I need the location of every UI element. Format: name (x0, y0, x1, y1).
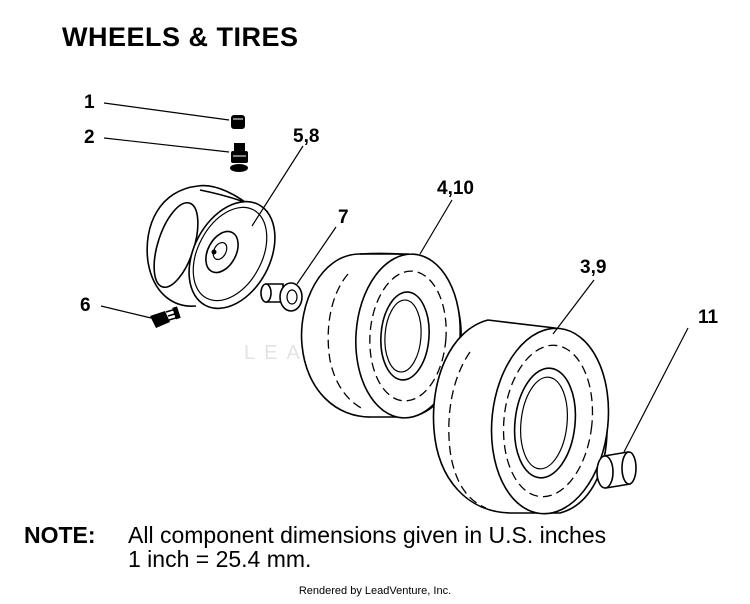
part-7-bushing[interactable] (260, 282, 303, 312)
callout-3-9: 3,9 (580, 257, 606, 278)
callout-2: 2 (84, 127, 95, 148)
leader-line-1 (103, 102, 230, 121)
part-3-9-rear-tire[interactable] (432, 319, 617, 520)
part-11-cap[interactable] (596, 451, 637, 489)
leader-line-5-8 (251, 145, 304, 227)
diagram-title: WHEELS & TIRES (62, 22, 299, 52)
callout-1: 1 (84, 92, 95, 113)
callout-4-10: 4,10 (437, 178, 474, 199)
leader-line-6 (100, 305, 152, 319)
leader-line-3-9 (552, 279, 595, 335)
note-text-line1: All component dimensions given in U.S. i… (128, 522, 607, 548)
callout-6: 6 (80, 295, 91, 316)
footer-credit: Rendered by LeadVenture, Inc. (298, 585, 452, 597)
leader-line-11 (623, 327, 689, 453)
part-6-bolt[interactable] (150, 306, 181, 328)
part-2-valve-stem[interactable] (230, 143, 248, 172)
part-5-8-wheel-rim[interactable] (145, 184, 292, 324)
callout-7: 7 (338, 207, 349, 228)
part-4-10-front-tire[interactable] (300, 251, 466, 422)
callout-5-8: 5,8 (293, 126, 319, 147)
leader-line-4-10 (419, 199, 453, 255)
part-1-valve-cap[interactable] (231, 115, 245, 129)
leader-line-2 (103, 137, 230, 153)
callout-11: 11 (698, 307, 719, 328)
note-label: NOTE: (24, 522, 96, 548)
leader-line-7 (296, 226, 337, 285)
note-text-line2: 1 inch = 25.4 mm. (128, 546, 312, 572)
